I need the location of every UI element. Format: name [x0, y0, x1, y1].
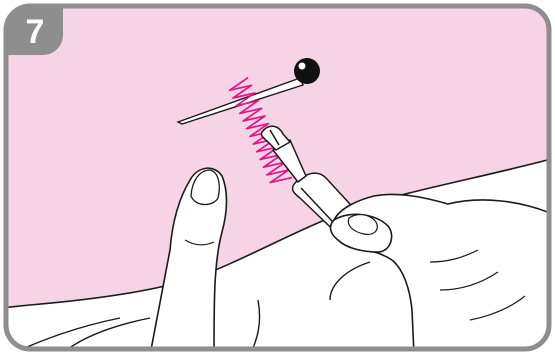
step-badge: 7: [7, 7, 63, 55]
step-number: 7: [26, 15, 45, 49]
